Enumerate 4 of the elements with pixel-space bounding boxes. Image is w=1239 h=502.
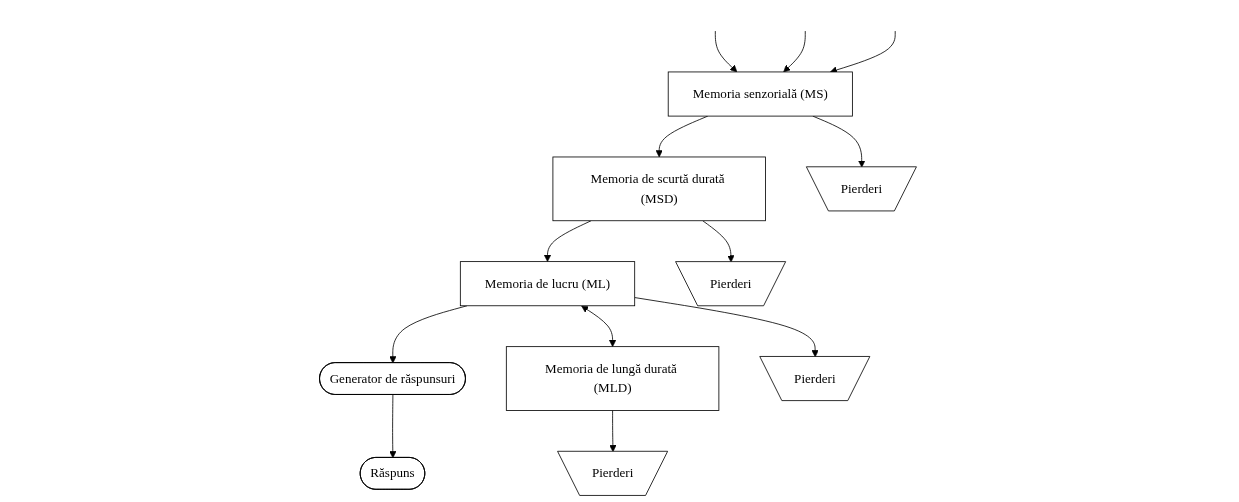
node-box: Memoria de scurtă durată (MSD) [552,156,766,222]
node-box: Memoria senzorială (MS) [667,71,853,117]
node-box: Memoria de lucru (ML) [459,261,635,307]
node-box: Memoria de lungă durată (MLD) [505,346,720,411]
